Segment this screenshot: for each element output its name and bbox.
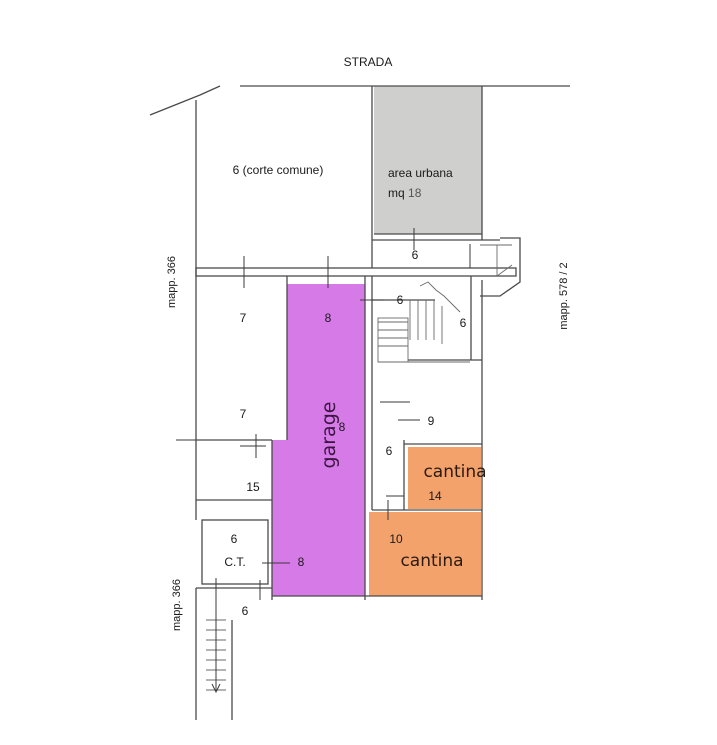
courtyard-label: 6 (corte comune): [233, 163, 324, 177]
room-number: 14: [428, 489, 442, 503]
room-number: 6: [412, 248, 419, 262]
room-number: 6: [460, 316, 467, 330]
room-number: 6: [386, 444, 393, 458]
cantina-bottom-label: cantina: [400, 551, 463, 571]
boundary-lines: [149, 85, 570, 520]
mapp-label-left-bottom: mapp. 366: [171, 579, 183, 631]
staircase-bottom: [206, 590, 226, 694]
staircase-right: [377, 281, 470, 363]
room-number: 6: [242, 604, 249, 618]
street-label: STRADA: [344, 55, 393, 69]
room-number: 15: [246, 480, 260, 494]
room-number: 6: [231, 532, 238, 546]
urban-area-fill: [374, 86, 482, 234]
room-number: 8: [339, 420, 346, 434]
room-number: 8: [325, 311, 332, 325]
room-number: 10: [389, 532, 403, 546]
urban-area-mq: mq 18: [388, 186, 422, 200]
tick-marks: [176, 228, 471, 600]
cantina-top-label: cantina: [423, 462, 486, 482]
garage-label: garage: [318, 402, 340, 469]
cantina-bottom-fill: [369, 512, 481, 596]
room-number: 6: [397, 293, 404, 307]
mapp-label-right: mapp. 578 / 2: [558, 262, 570, 329]
room-number: 8: [298, 555, 305, 569]
mapp-label-left-top: mapp. 366: [166, 256, 178, 308]
urban-area-title: area urbana: [388, 166, 453, 180]
room-number: 9: [428, 414, 435, 428]
room-number: 7: [240, 311, 247, 325]
garage-fill: [272, 284, 365, 596]
cantina-top-fill: [408, 447, 481, 509]
room-number: 7: [240, 407, 247, 421]
building-walls: [195, 237, 521, 720]
ct-label: C.T.: [224, 555, 245, 569]
